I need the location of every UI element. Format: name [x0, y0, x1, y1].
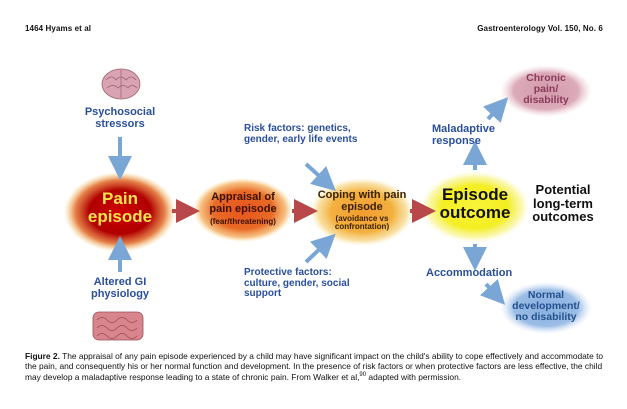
arrow-accommodation-to-normal — [480, 279, 506, 305]
psychosocial-label: Psychosocial stressors — [84, 106, 156, 130]
maladaptive-label: Maladaptive response — [432, 123, 495, 147]
brain-icon — [101, 68, 141, 100]
arrow-maladaptive-to-chronic — [483, 97, 509, 123]
figure-caption: Figure 2. The appraisal of any pain epis… — [25, 351, 605, 382]
potential-outcomes-label: Potential long-term outcomes — [532, 182, 594, 225]
caption-tail: adapted with permission. — [366, 371, 462, 382]
running-header-right: Gastroenterology Vol. 150, No. 6 — [477, 24, 603, 33]
appraisal-title: Appraisal of pain episode — [209, 191, 277, 215]
appraisal-sub: (fear/threatening) — [210, 217, 276, 226]
coping-glow — [310, 178, 414, 246]
accommodation-label: Accommodation — [426, 267, 513, 279]
episode-outcome-label: Episode outcome — [439, 185, 511, 222]
risk-factors-label: Risk factors: genetics, gender, early li… — [244, 123, 358, 145]
normal-outcome-label: Normal development/ no disability — [512, 289, 580, 324]
outcome-glow — [420, 171, 530, 243]
pain-episode-glow — [64, 172, 176, 252]
coping-sub: (avoidance vs confrontation) — [334, 214, 390, 232]
figure-label: Figure 2. — [25, 351, 60, 361]
intestine-icon — [92, 311, 144, 341]
chronic-outcome-label: Chronic pain/ disability — [523, 72, 569, 107]
pain-episode-label: Pain episode — [87, 189, 153, 226]
running-header-left: 1464 Hyams et al — [25, 24, 92, 33]
protective-factors-label: Protective factors: culture, gender, soc… — [244, 267, 350, 299]
altered-gi-label: Altered GI physiology — [90, 276, 150, 300]
caption-text: The appraisal of any pain episode experi… — [25, 351, 604, 382]
arrow-protective-to-coping — [304, 233, 336, 264]
caption-reference: 90 — [359, 371, 367, 378]
chronic-glow — [500, 65, 592, 117]
normal-glow — [500, 282, 592, 334]
arrow-risk-to-coping — [304, 162, 336, 192]
coping-title: Coping with pain episode — [317, 189, 407, 213]
appraisal-glow — [193, 178, 293, 242]
